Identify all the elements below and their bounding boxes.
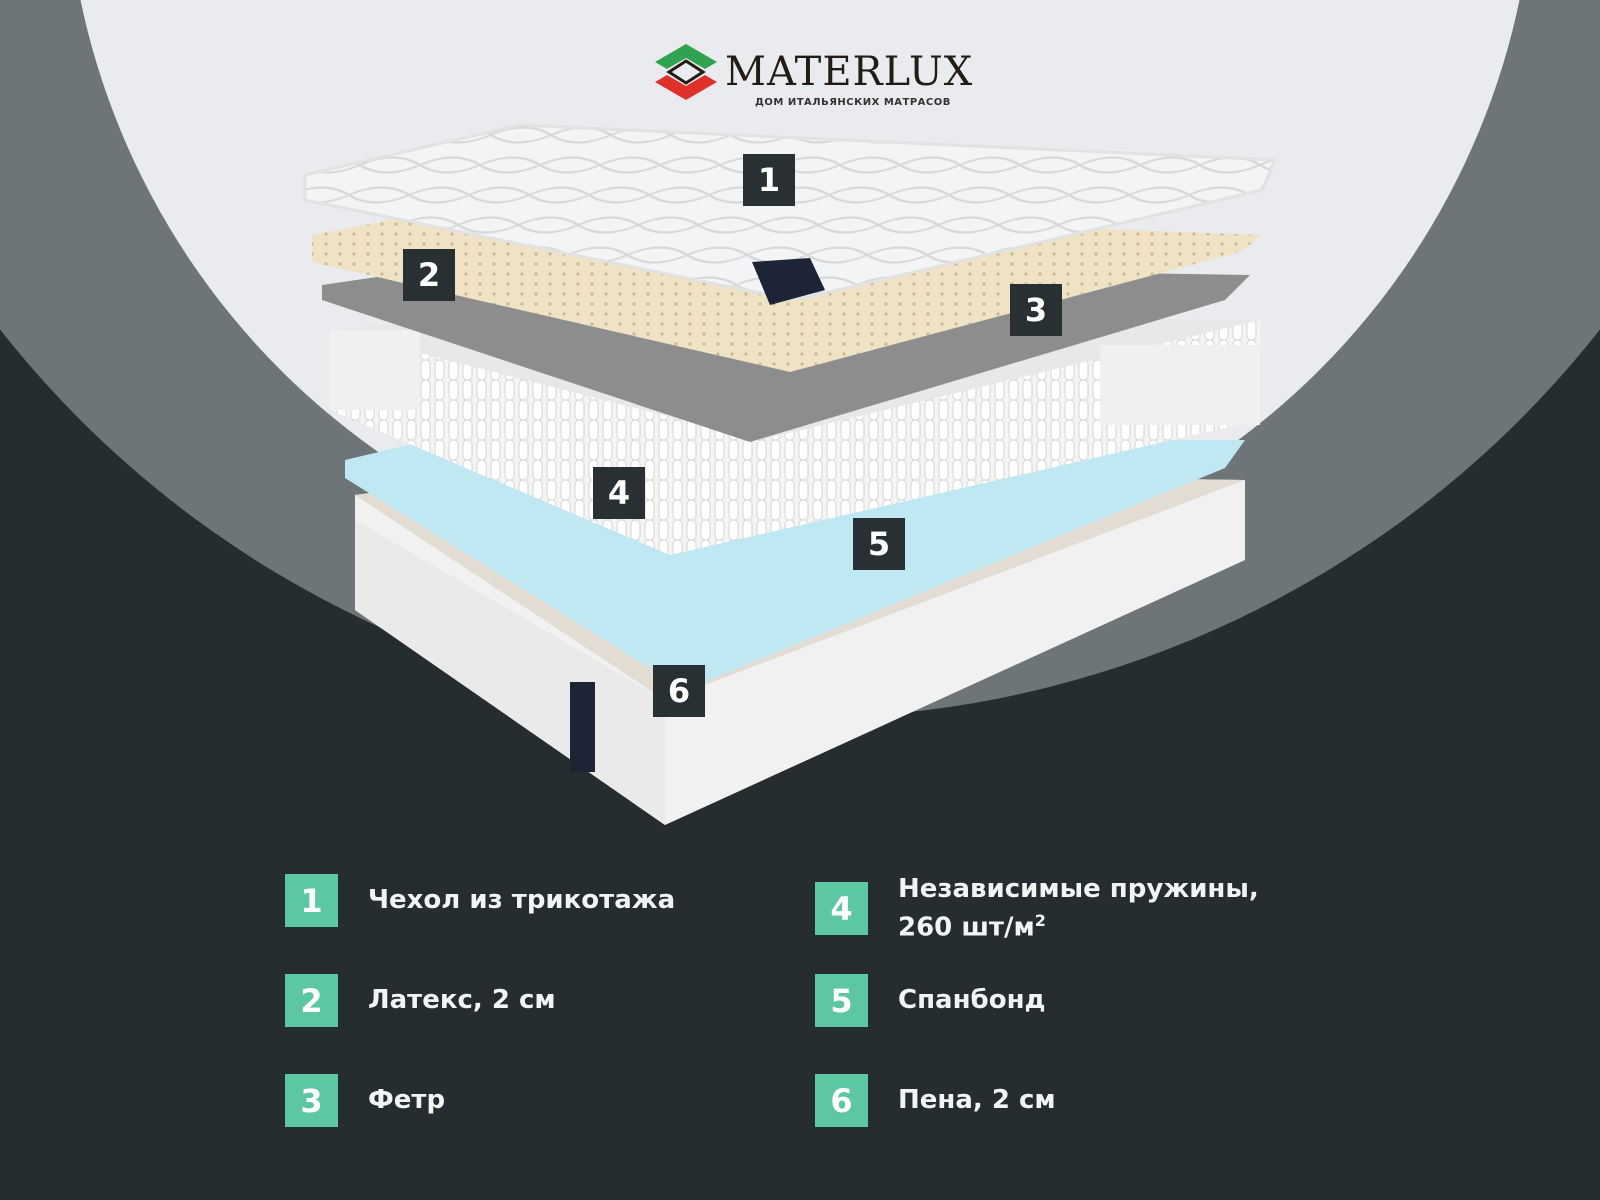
legend-text-line2: 260 шт/м2	[898, 905, 1259, 944]
brand-label-tag	[570, 682, 595, 772]
legend-item-2: 2 Латекс, 2 см	[285, 974, 556, 1027]
legend-number: 2	[285, 974, 338, 1027]
legend-value: 260 шт/м	[898, 912, 1035, 943]
brand-label-tag	[752, 258, 825, 305]
legend-item-3: 3 Фетр	[285, 1074, 445, 1127]
brand-logo: MATERLUX	[655, 44, 973, 100]
layer-1-cover	[303, 123, 1278, 305]
marker-1: 1	[743, 154, 795, 206]
legend-item-6: 6 Пена, 2 см	[815, 1074, 1056, 1127]
legend-number: 3	[285, 1074, 338, 1127]
legend-item-5: 5 Спанбонд	[815, 974, 1046, 1027]
legend-number: 5	[815, 974, 868, 1027]
legend-number: 1	[285, 874, 338, 927]
marker-3: 3	[1010, 284, 1062, 336]
legend-text: Пена, 2 см	[898, 1085, 1056, 1115]
brand-name: MATERLUX	[725, 49, 974, 95]
marker-4: 4	[593, 467, 645, 519]
legend-number: 6	[815, 1074, 868, 1127]
marker-6: 6	[653, 665, 705, 717]
legend-text: Фетр	[368, 1085, 446, 1115]
legend-text-line1: Независимые пружины,	[898, 874, 1259, 904]
marker-2: 2	[403, 249, 455, 301]
legend-number: 4	[815, 882, 868, 936]
legend-text: Спанбонд	[898, 985, 1046, 1015]
legend-item-4: 4 Независимые пружины, 260 шт/м2	[815, 874, 1259, 944]
legend-text: Независимые пружины, 260 шт/м2	[898, 874, 1259, 944]
legend-text: Латекс, 2 см	[368, 985, 556, 1015]
legend-superscript: 2	[1034, 911, 1046, 930]
legend-item-1: 1 Чехол из трикотажа	[285, 874, 675, 927]
brand-tagline: ДОМ ИТАЛЬЯНСКИХ МАТРАСОВ	[755, 97, 951, 108]
legend-text: Чехол из трикотажа	[368, 885, 676, 915]
marker-5: 5	[853, 518, 905, 570]
logo-icon	[655, 44, 717, 100]
